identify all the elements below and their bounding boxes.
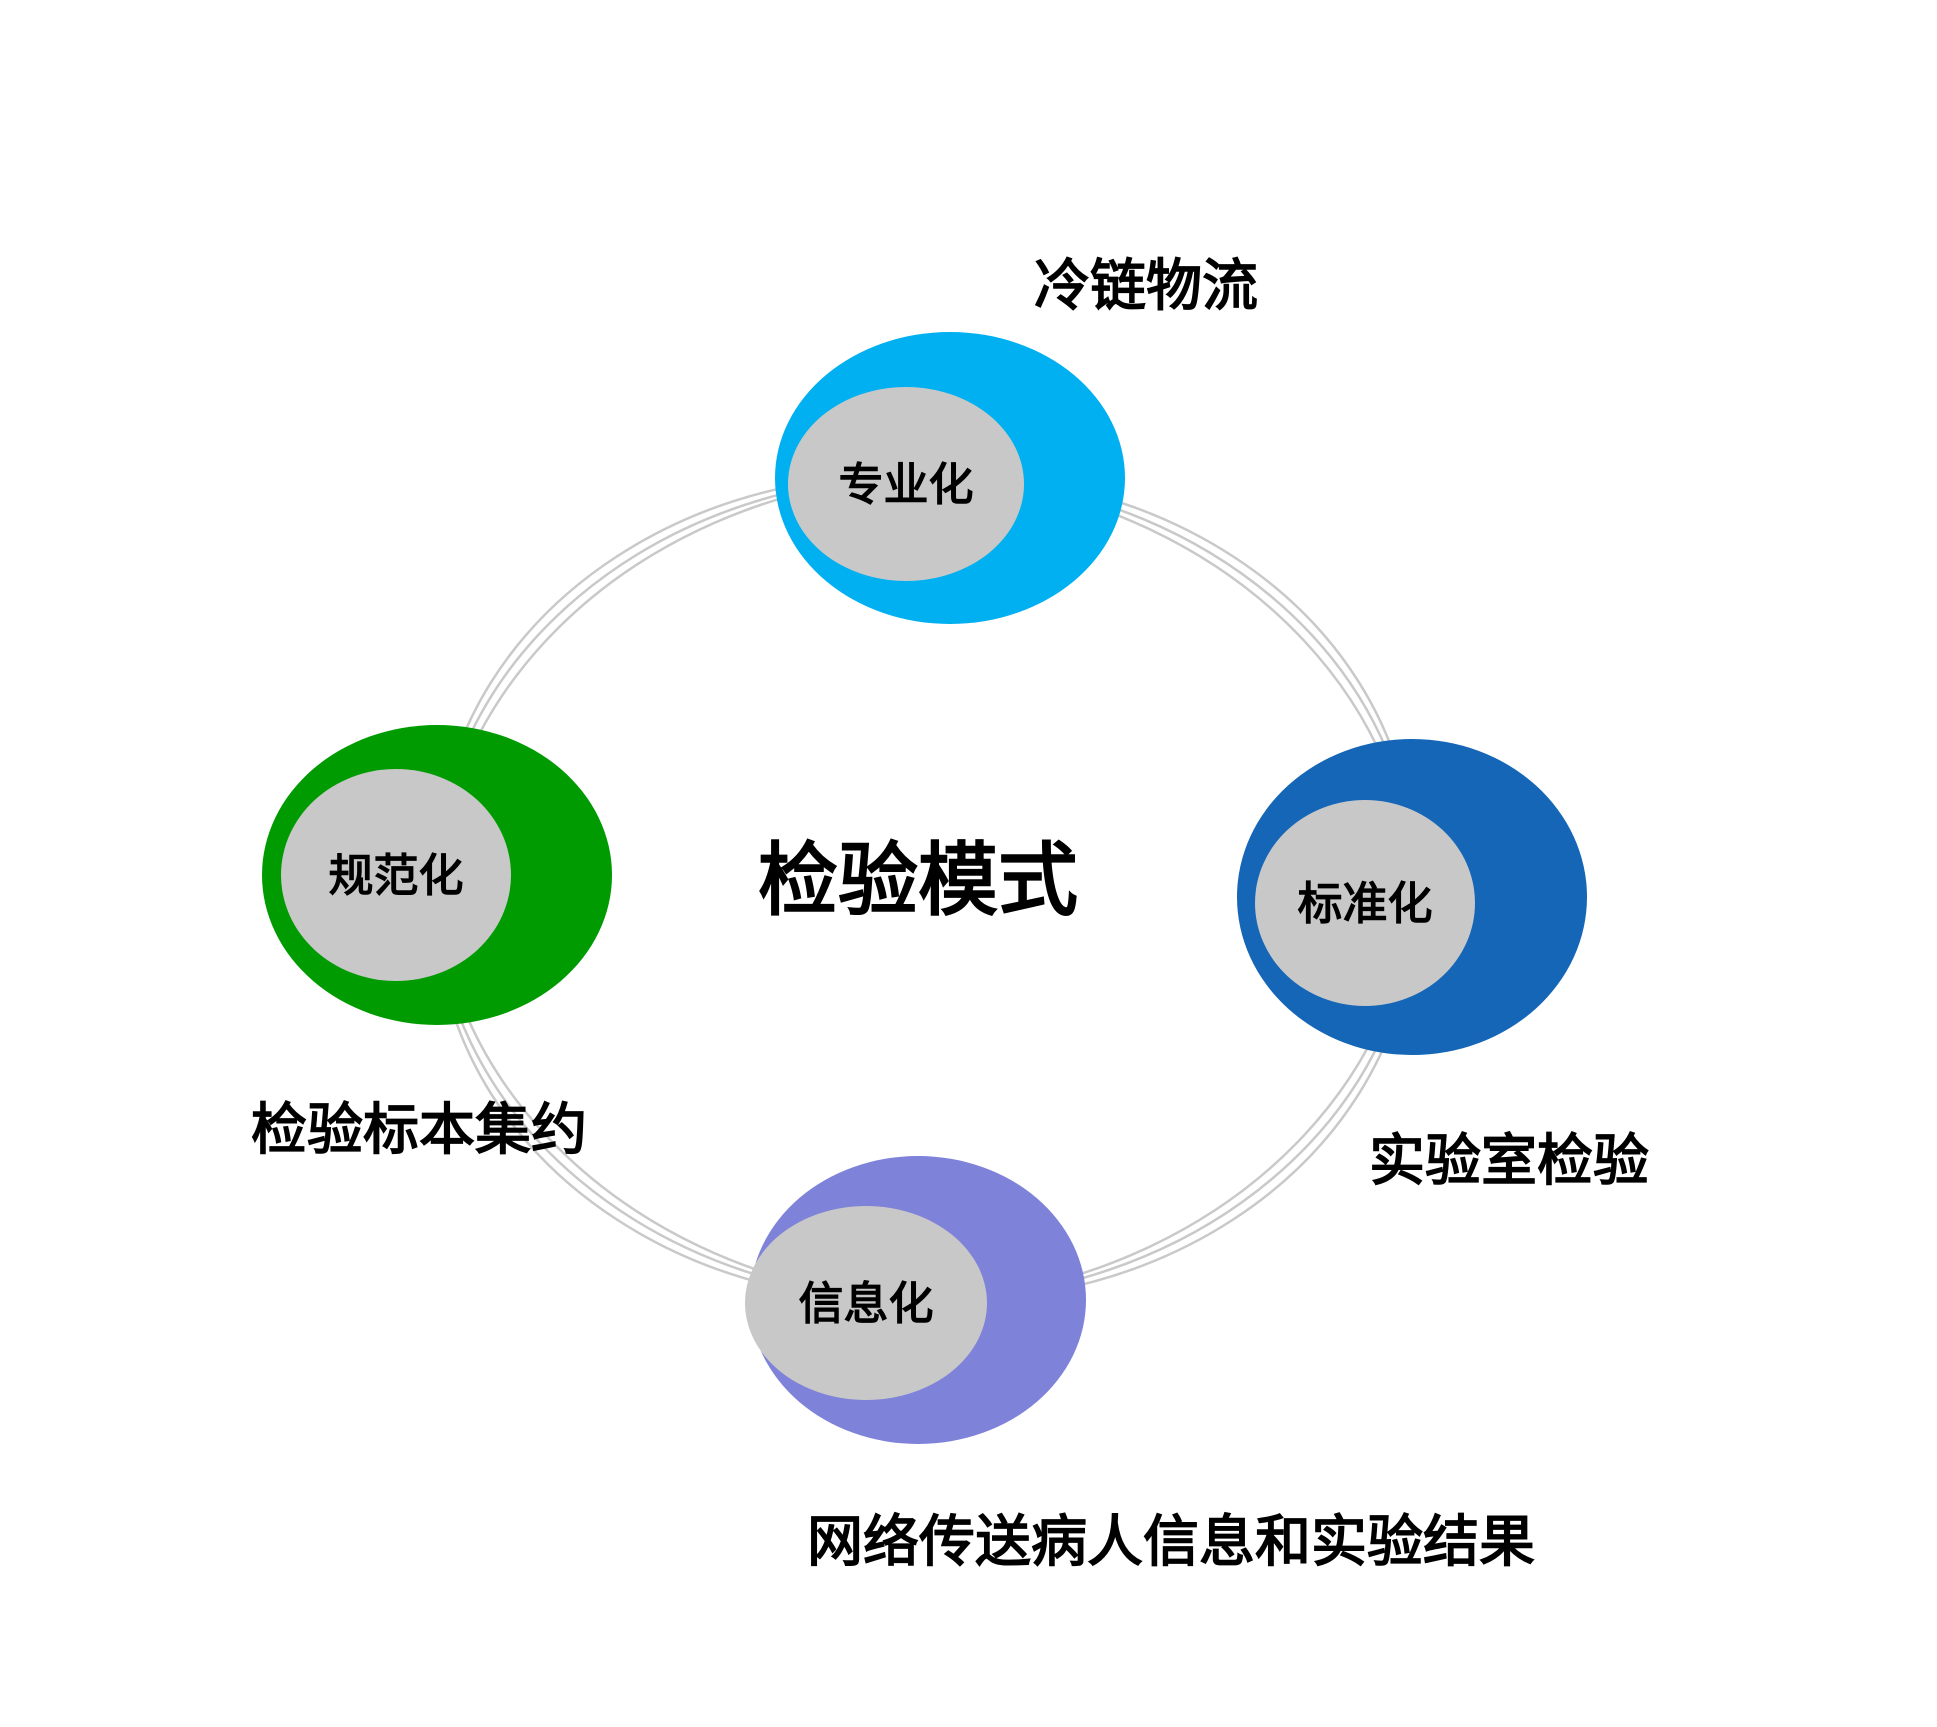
label-network-transmission: 网络传送病人信息和实验结果 bbox=[807, 1509, 1535, 1575]
diagram-title: 检验模式 bbox=[758, 834, 1078, 927]
node-professionalization-label: 专业化 bbox=[838, 457, 974, 511]
node-professionalization-inner-circle: 专业化 bbox=[788, 387, 1024, 581]
label-laboratory-testing: 实验室检验 bbox=[1369, 1128, 1649, 1194]
label-specimen-consolidation: 检验标本集约 bbox=[251, 1097, 587, 1163]
node-informatization-label: 信息化 bbox=[798, 1276, 934, 1330]
node-normalization-label: 规范化 bbox=[328, 848, 464, 902]
node-informatization-inner-circle: 信息化 bbox=[745, 1206, 987, 1400]
node-standardization-label: 标准化 bbox=[1297, 876, 1433, 930]
node-standardization-inner-circle: 标准化 bbox=[1255, 800, 1475, 1006]
label-cold-chain-logistics: 冷链物流 bbox=[1034, 253, 1258, 319]
node-normalization-inner-circle: 规范化 bbox=[281, 769, 511, 981]
